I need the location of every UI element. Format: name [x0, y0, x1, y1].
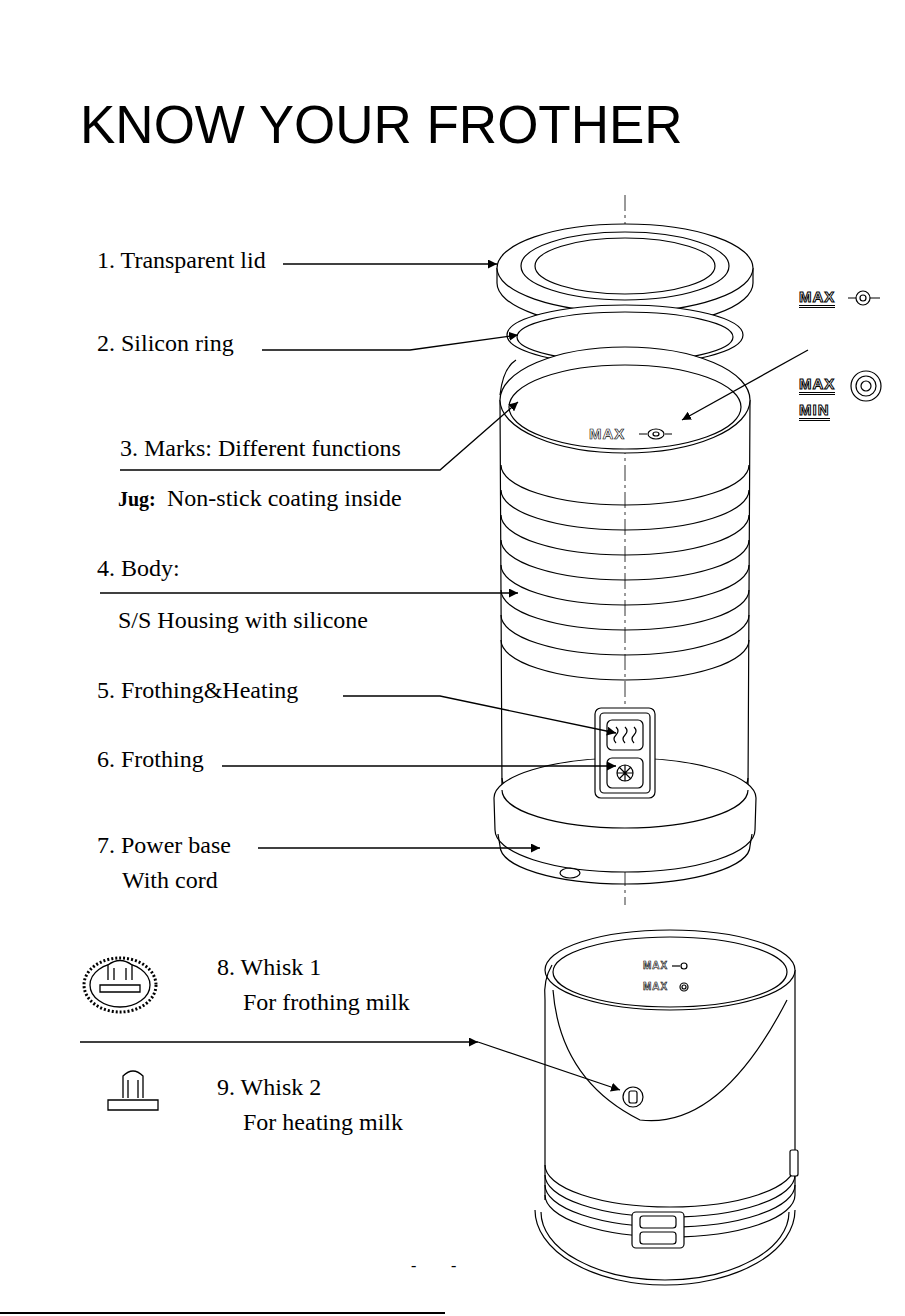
part-label: 4. Body: [97, 556, 180, 580]
part-note: For frothing milk [243, 990, 410, 1014]
top-view-button [640, 1216, 676, 1228]
top-view-panel [632, 1212, 684, 1248]
part-label: 1. Transparent lid [97, 248, 266, 272]
top-view-inside [553, 990, 787, 1121]
button-panel-inner [600, 713, 650, 793]
part-note: Jug: [118, 489, 156, 509]
part-label: 6. Frothing [97, 747, 204, 771]
top-view-button [640, 1232, 676, 1244]
page-rule [0, 1312, 445, 1314]
froth-icon [617, 765, 633, 781]
side-switch [790, 1150, 798, 1176]
part-label: 9. Whisk 2 [217, 1075, 321, 1099]
top-view-rim-inner [553, 937, 787, 1007]
leader-line [120, 402, 518, 470]
leader-line [682, 350, 808, 420]
whisk-post [623, 1087, 643, 1107]
jug-rim [500, 347, 750, 453]
page-number: - [411, 1258, 416, 1274]
top-view-rim [545, 930, 795, 1010]
top-view-ridge [545, 1165, 795, 1207]
lid-top [497, 224, 753, 312]
heat-mark-symbol [856, 376, 876, 396]
body-ridge [501, 615, 749, 655]
lid-ring [521, 232, 729, 300]
top-view [535, 930, 798, 1285]
whisk-hub [100, 961, 140, 993]
froth-mark-symbol [848, 297, 880, 298]
base-foot-ring [498, 834, 752, 884]
body-ridge [501, 565, 749, 605]
froth-icon [617, 765, 633, 781]
jug-spout [500, 360, 516, 395]
part-label: 2. Silicon ring [97, 331, 234, 355]
page-title: KNOW YOUR FROTHER [80, 98, 683, 151]
whisk-post-pin [629, 1091, 637, 1103]
heat-mark-symbol [851, 371, 881, 401]
whisk-2-shape [108, 1071, 158, 1110]
page-number: - [451, 1258, 456, 1274]
max-symbol [682, 985, 686, 989]
max-mark: MAX [799, 289, 835, 308]
max-mark: MAX [589, 426, 625, 441]
max-mark: MAX [643, 961, 668, 971]
part-label: 8. Whisk 1 [217, 955, 321, 979]
power-base [494, 758, 756, 872]
leader-line [222, 765, 616, 766]
part-note: For heating milk [243, 1110, 403, 1134]
body-ridge [501, 590, 749, 630]
min-mark: MIN [799, 402, 830, 421]
body-band [501, 490, 749, 530]
froth-button [607, 758, 643, 788]
body-ridge [501, 515, 749, 555]
max-symbol [639, 433, 672, 434]
froth-mark-symbol [856, 291, 870, 305]
top-view-base-inner [541, 1212, 789, 1280]
leader-line [262, 335, 518, 350]
leader-line [100, 592, 518, 593]
max-symbol [681, 963, 687, 969]
whisk-spring [84, 958, 156, 1012]
main-view [494, 195, 756, 905]
part-note: Non-stick coating inside [167, 486, 402, 510]
leader-lines [80, 264, 808, 1090]
mark-symbols [848, 291, 881, 401]
leader-line [80, 1041, 478, 1042]
leader-line [283, 263, 497, 264]
max-symbol [672, 965, 680, 966]
body-band [501, 465, 749, 505]
part-label: 3. Marks: Different functions [120, 436, 401, 460]
max-symbol [653, 432, 659, 436]
leader-line [343, 696, 616, 733]
top-view-ridge [545, 1175, 795, 1217]
max-symbol [680, 983, 688, 991]
base-foot [560, 868, 580, 878]
heat-button [607, 720, 643, 750]
max-symbol [648, 429, 664, 439]
part-note: S/S Housing with silicone [118, 608, 368, 632]
lid-center [535, 238, 715, 294]
max-mark: MAX [799, 376, 835, 395]
top-view-base [535, 1210, 795, 1285]
leader-line [478, 1042, 620, 1090]
heat-icon [614, 727, 636, 743]
button-panel [595, 708, 655, 798]
part-label: 5. Frothing&Heating [97, 678, 298, 702]
part-label: 7. Power base [97, 833, 231, 857]
body-ridge [501, 640, 749, 680]
body-ridge [501, 540, 749, 580]
whisk-icons [84, 958, 158, 1110]
leader-line [258, 847, 540, 848]
froth-mark-symbol [860, 295, 866, 301]
part-note: With cord [122, 868, 218, 892]
top-view-spout [545, 965, 552, 1000]
heat-mark-symbol [861, 381, 871, 391]
max-mark: MAX [643, 982, 668, 992]
